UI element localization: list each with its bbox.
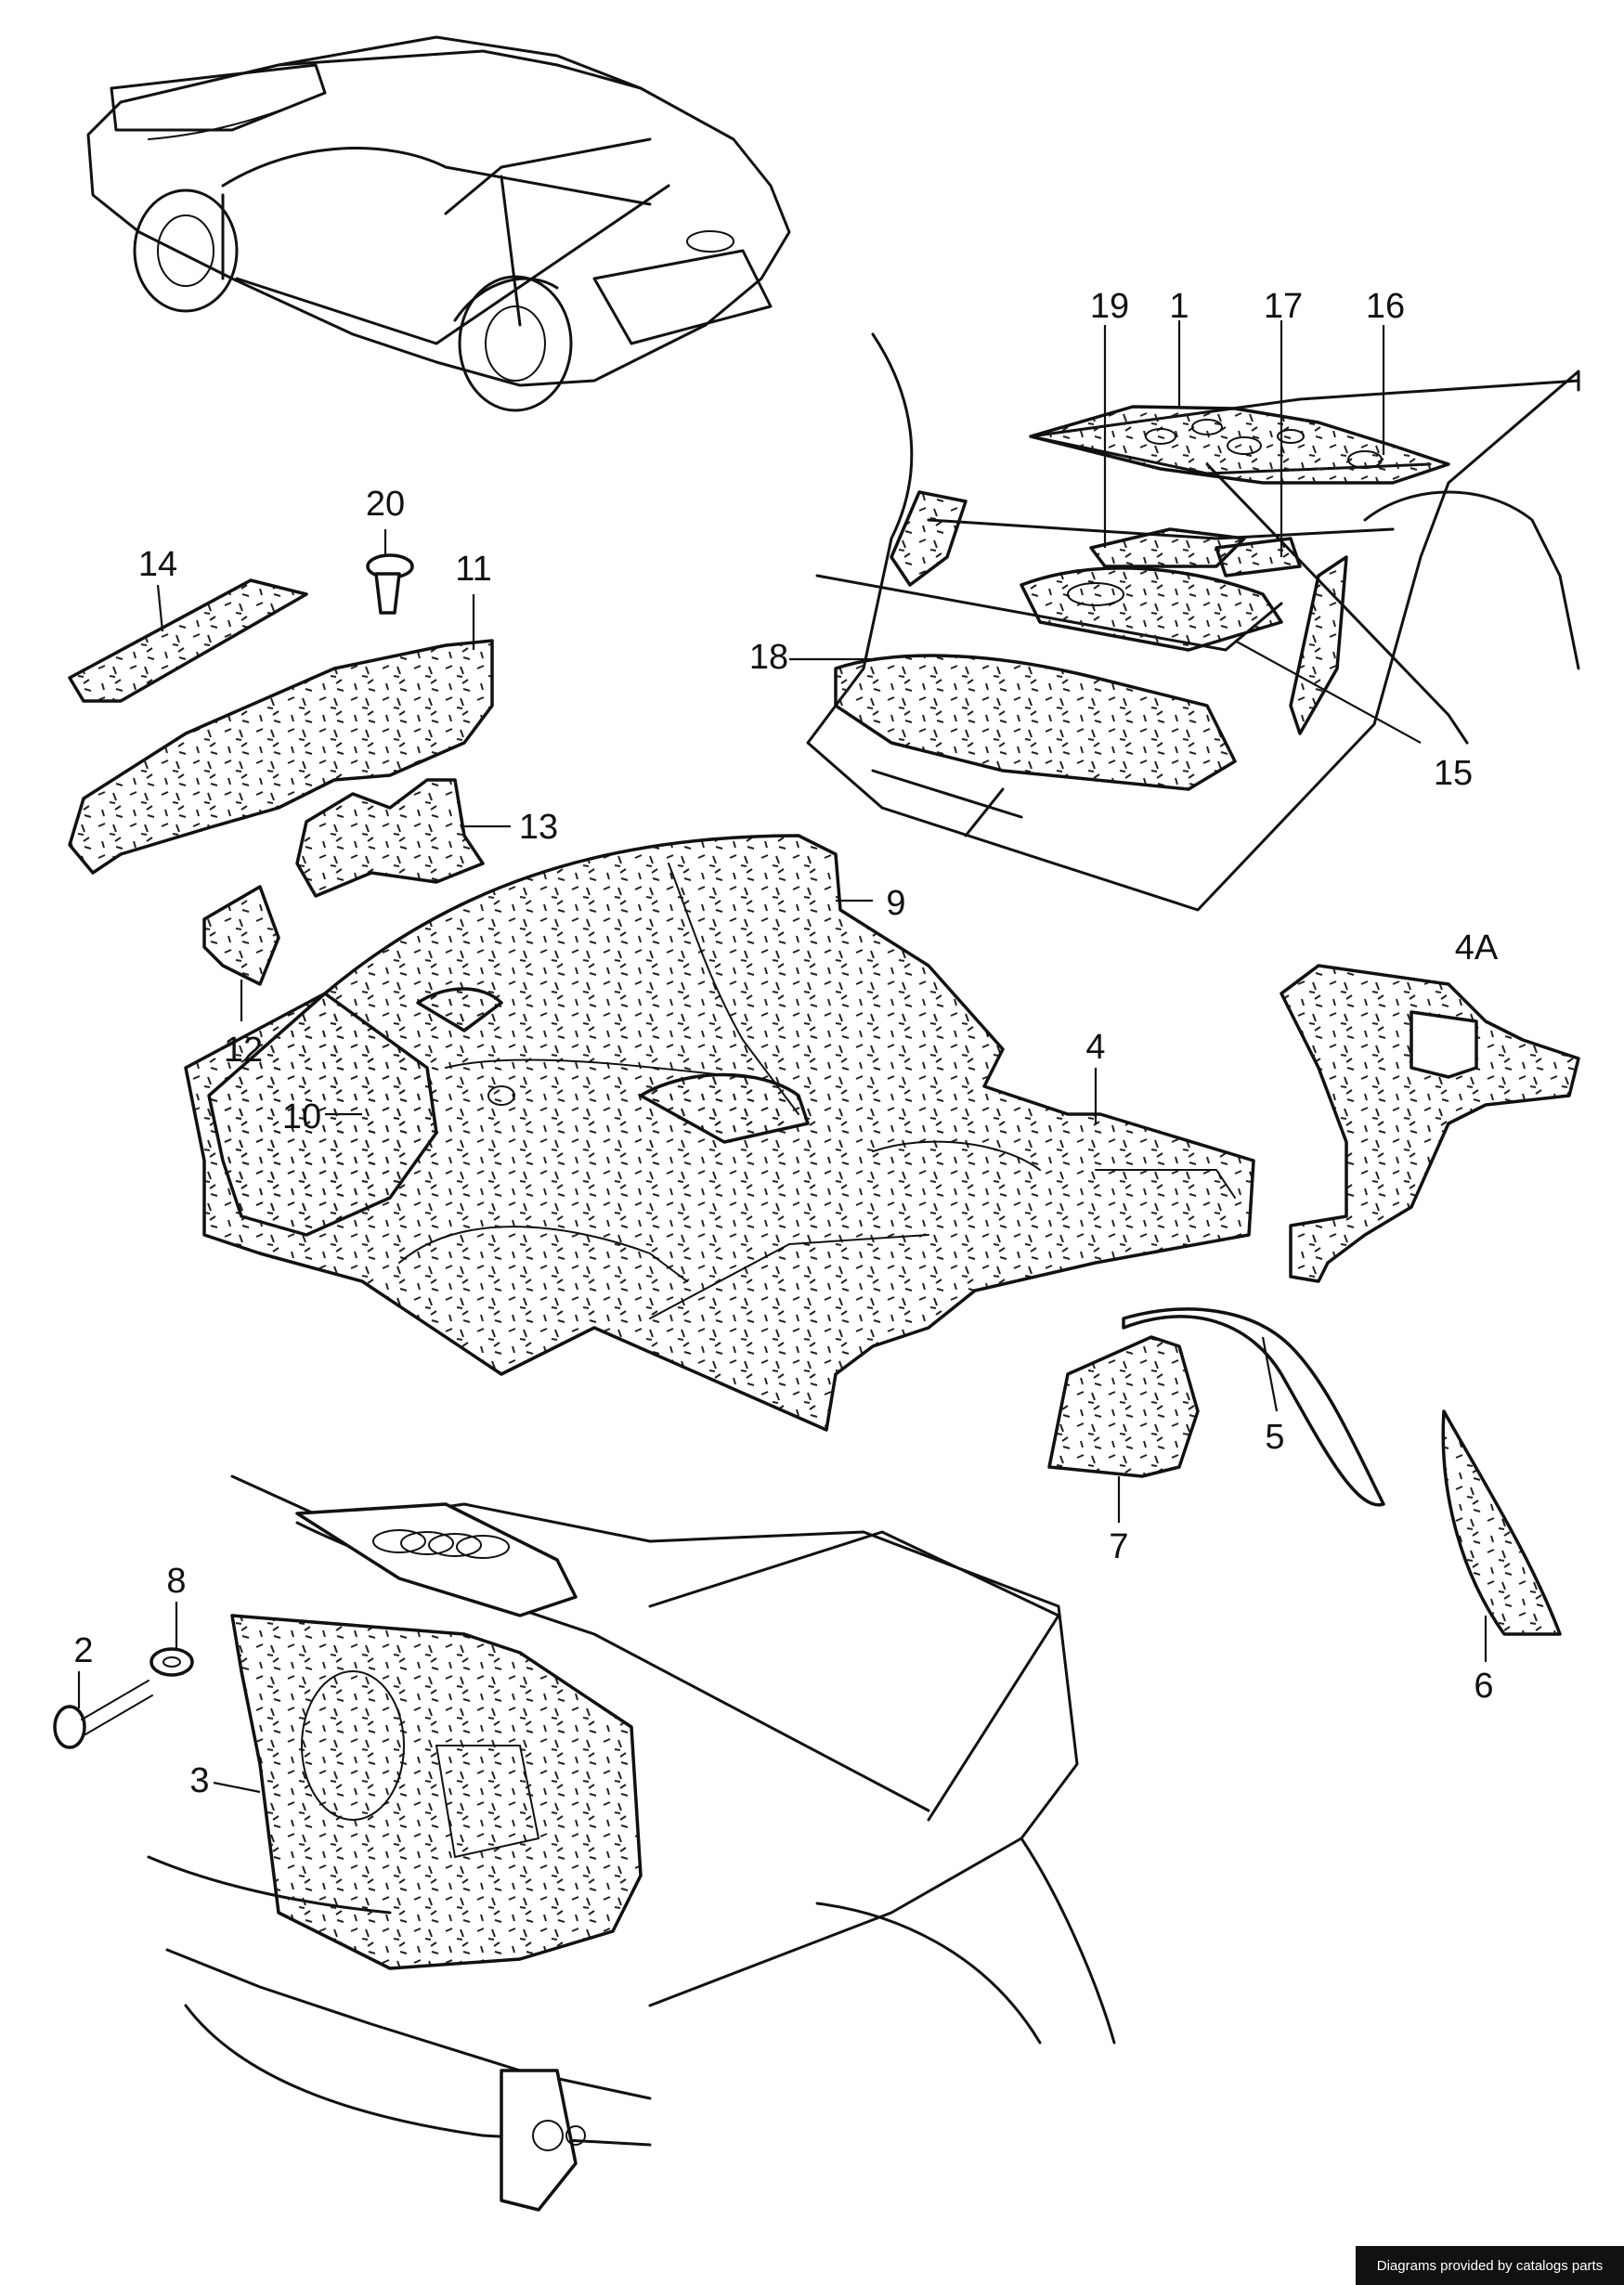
part-4a [1280,964,1580,1283]
callout-4a: 4A [1455,928,1499,967]
part-2 [53,1680,153,1749]
panel-15 [1020,566,1283,652]
part-10 [207,992,438,1237]
part-8 [149,1647,194,1677]
front-body-view [147,1474,1116,2212]
panel-17 [1215,537,1302,578]
part-12 [202,885,280,986]
overview-car [86,35,791,412]
right-side-trim [1289,555,1348,735]
callout-7: 7 [1109,1527,1128,1566]
part-7 [1047,1335,1200,1478]
callout-12: 12 [224,1031,263,1070]
callout-8: 8 [166,1562,186,1601]
floor-carpet [184,834,1255,1432]
callout-13: 13 [519,808,558,847]
callout-17: 17 [1264,287,1303,326]
hood-emblem-panel [295,1502,578,1617]
leader-lines [77,320,1488,1794]
part-6 [1441,1409,1562,1636]
credit-banner: Diagrams provided by catalogs parts [1356,2246,1624,2285]
part-5 [1122,1307,1385,1507]
part-3 [230,1614,643,1970]
callout-labels: 1 2 3 4 4A 5 6 7 8 9 10 11 12 13 14 15 1… [73,287,1498,1800]
part-11 [68,639,494,875]
panel-1-holes [1145,419,1383,469]
luggage-compartment-view [806,332,1580,912]
callout-9: 9 [886,884,905,923]
callout-20: 20 [366,485,405,524]
callout-2: 2 [73,1631,93,1670]
part-4a-block [1410,1010,1478,1079]
callout-4: 4 [1085,1028,1105,1067]
part-13 [295,778,485,898]
callout-19: 19 [1090,287,1129,326]
callout-3: 3 [189,1761,209,1800]
part-20 [366,553,414,615]
callout-15: 15 [1434,754,1473,793]
callout-10: 10 [282,1097,321,1136]
audi-rings [372,1529,510,1559]
callout-1: 1 [1169,287,1189,326]
callout-5: 5 [1265,1418,1284,1457]
callout-14: 14 [138,545,177,584]
part-14 [68,578,308,703]
callout-18: 18 [749,638,788,677]
bumper-bracket [500,2069,578,2212]
callout-16: 16 [1366,287,1405,326]
left-side-trim [890,490,968,587]
panel-1 [1029,405,1450,485]
callout-11: 11 [455,550,491,589]
panel-18 [834,654,1237,791]
callout-6: 6 [1474,1667,1493,1706]
